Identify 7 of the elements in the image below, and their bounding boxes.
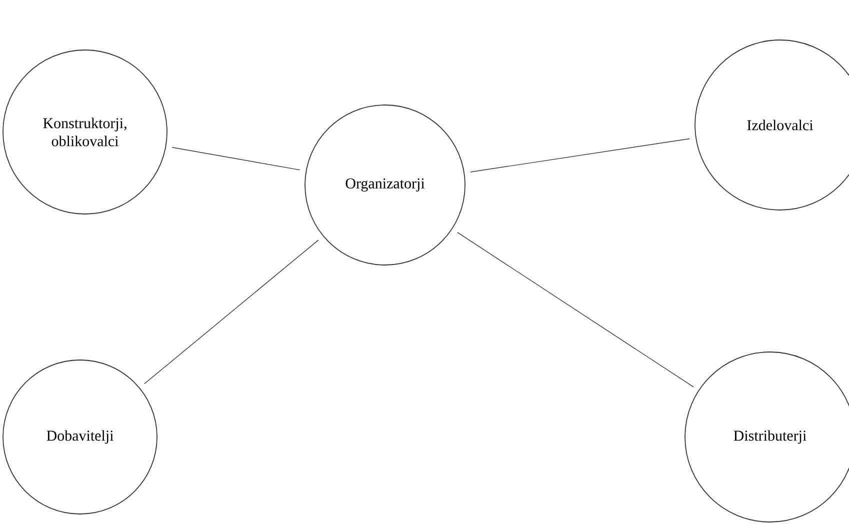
circle-node: Organizatorji bbox=[304, 104, 466, 266]
connector-line bbox=[144, 240, 319, 384]
connector-line bbox=[470, 138, 690, 172]
connector-line bbox=[456, 232, 694, 388]
circle-node: Konstruktorji, oblikovalci bbox=[2, 50, 168, 214]
circle-node: Dobavitelji bbox=[2, 360, 158, 514]
connector-line bbox=[172, 147, 300, 170]
